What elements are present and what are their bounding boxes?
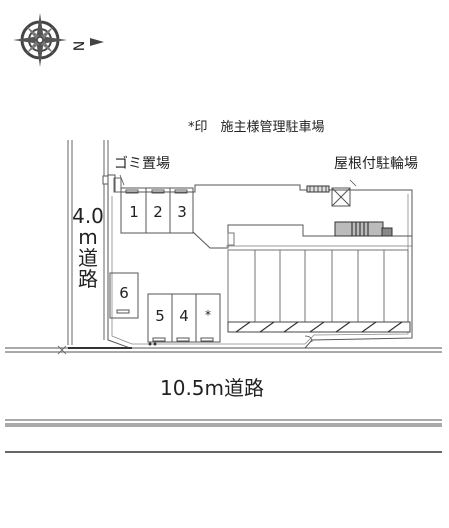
parking-slot-label: 3 xyxy=(177,203,187,221)
gate-marker xyxy=(57,345,132,355)
compass-rose-icon xyxy=(13,13,67,67)
parking-slot-6 xyxy=(109,272,139,319)
bicycle-parking xyxy=(331,187,351,207)
north-arrow-icon xyxy=(90,38,104,46)
side-road-label-part: 4.0 xyxy=(72,204,104,228)
building-bays xyxy=(227,249,409,323)
side-road-label: 4.0 m 道 路 xyxy=(70,206,106,290)
garbage-area-label: ゴミ置場 xyxy=(114,156,170,172)
parking-slot-label: 5 xyxy=(155,307,165,325)
parking-slot-label: 6 xyxy=(119,284,129,302)
side-road-label-part: m xyxy=(78,225,98,249)
front-road-label: 10.5m道路 xyxy=(160,376,265,400)
bicycle-parking-label: 屋根付駐輪場 xyxy=(334,156,418,172)
front-road xyxy=(5,347,442,453)
parking-slots-bottom xyxy=(147,293,221,343)
parking-slot-label: 4 xyxy=(179,307,189,325)
north-label: N xyxy=(72,41,88,51)
legend-text: *印 施主様管理駐車場 xyxy=(188,120,325,135)
corner-marker xyxy=(102,175,109,185)
parking-slot-label: 2 xyxy=(153,203,163,221)
side-road-label-part: 路 xyxy=(78,267,98,291)
parking-slot-label: 1 xyxy=(129,203,139,221)
garbage-area xyxy=(113,177,122,193)
side-road-label-part: 道 xyxy=(78,246,98,270)
site-boundary-inner xyxy=(111,194,409,345)
site-boundary xyxy=(107,174,413,349)
hatched-walkway xyxy=(227,321,411,333)
building-edge xyxy=(192,188,412,249)
parking-slot-label: * xyxy=(205,308,211,322)
entrance-stairs xyxy=(334,221,384,237)
